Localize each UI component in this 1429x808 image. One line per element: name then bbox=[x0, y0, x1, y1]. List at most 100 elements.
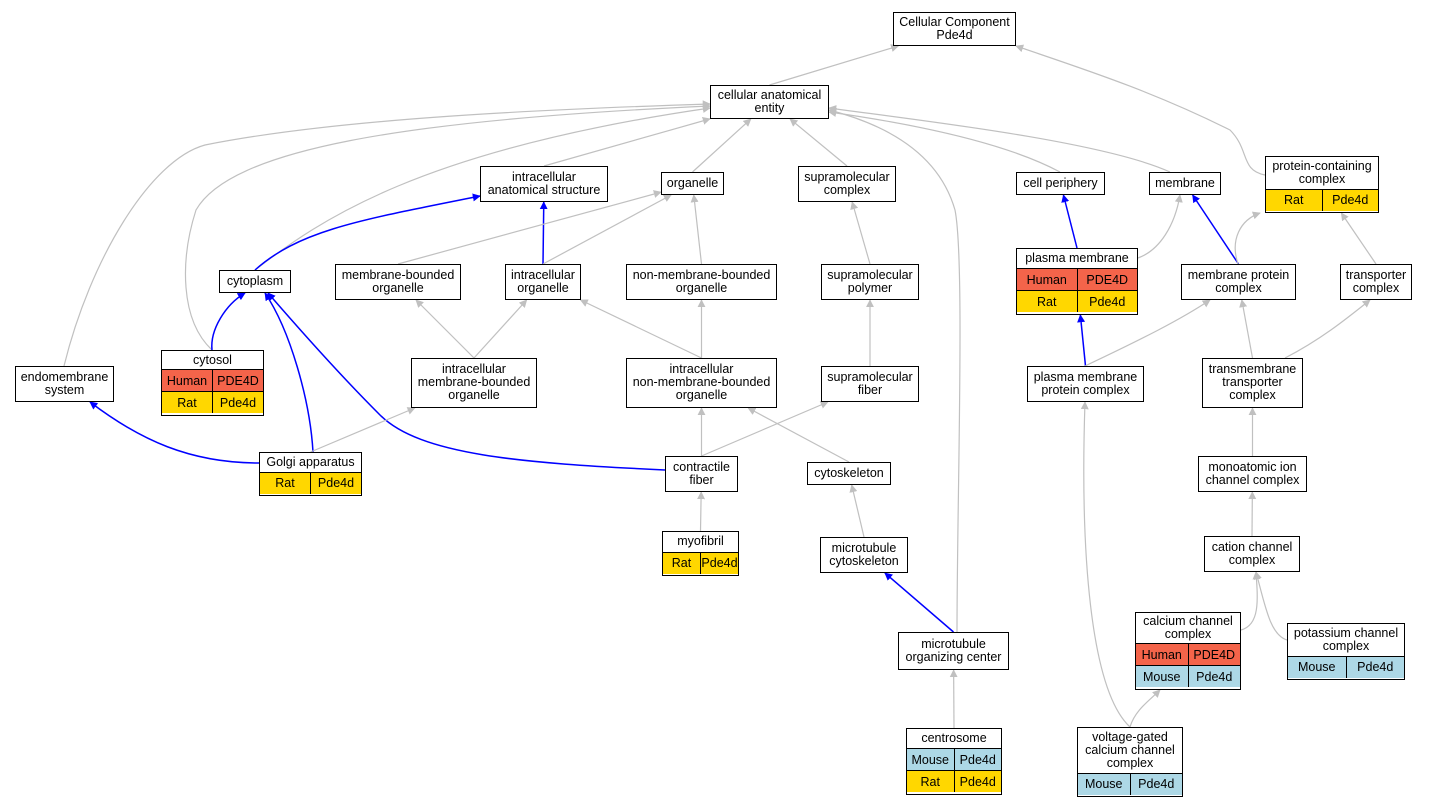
gene-cell: Pde4d bbox=[310, 472, 361, 494]
edge-io-to-organelle bbox=[542, 194, 672, 265]
edge-golgi-to-imbo bbox=[310, 407, 416, 453]
node-ias[interactable]: intracellular anatomical structure bbox=[480, 166, 608, 202]
node-label: cellular anatomical entity bbox=[717, 87, 822, 115]
gene-cell: Pde4d bbox=[1076, 291, 1138, 313]
node-label: potassium channel complex bbox=[1293, 625, 1399, 653]
node-label: transmembrane transporter complex bbox=[1208, 362, 1297, 403]
edge-pm-to-cellper bbox=[1061, 194, 1078, 249]
node-cfiber[interactable]: contractile fiber bbox=[665, 456, 738, 492]
edge-organelle-to-cae bbox=[692, 118, 752, 173]
node-organelle[interactable]: organelle bbox=[661, 172, 724, 195]
node-supfiber[interactable]: supramolecular fiber bbox=[821, 366, 919, 402]
edge-golgi-to-cytoplasm bbox=[264, 292, 314, 453]
node-label: myofibril bbox=[677, 534, 724, 549]
edge-cellper-to-cae bbox=[828, 109, 1061, 173]
edge-potc-to-ccc bbox=[1254, 571, 1288, 641]
node-tc[interactable]: transporter complex bbox=[1340, 264, 1412, 300]
edge-nmbo-to-organelle bbox=[690, 194, 703, 265]
node-label: organelle bbox=[666, 175, 719, 190]
edge-ttc-to-tc bbox=[1284, 299, 1371, 359]
node-membrane[interactable]: membrane bbox=[1149, 172, 1221, 195]
edge-cae-to-cc bbox=[769, 44, 900, 86]
species-cell: Mouse bbox=[1142, 669, 1181, 684]
edge-ttc-to-mpc bbox=[1239, 299, 1254, 359]
edge-endo-to-cae bbox=[63, 100, 711, 367]
node-label: cytosol bbox=[193, 352, 232, 367]
node-label: Golgi apparatus bbox=[266, 454, 355, 469]
node-label: supramolecular complex bbox=[804, 169, 890, 197]
node-label: transporter complex bbox=[1345, 267, 1407, 295]
edge-mtoc-to-mtcyto bbox=[884, 572, 954, 633]
edge-calc-to-ccc bbox=[1240, 571, 1261, 631]
node-ccc[interactable]: cation channel complex bbox=[1204, 536, 1300, 572]
node-label: cytoskeleton bbox=[814, 465, 884, 480]
node-nmbo[interactable]: non-membrane-bounded organelle bbox=[626, 264, 777, 300]
node-mpc[interactable]: membrane protein complex bbox=[1181, 264, 1296, 300]
species-row: Rat Pde4d bbox=[1266, 188, 1379, 211]
node-label: cell periphery bbox=[1023, 175, 1098, 190]
species-cell: Human bbox=[166, 373, 208, 388]
node-suppoly[interactable]: supramolecular polymer bbox=[821, 264, 919, 300]
species-row: Rat Pde4d bbox=[1017, 290, 1138, 313]
edge-mbo-to-organelle bbox=[397, 190, 662, 265]
gene-cell: PDE4D bbox=[1187, 644, 1241, 666]
gene-cell: PDE4D bbox=[1076, 269, 1138, 291]
node-cc[interactable]: Cellular Component Pde4d bbox=[893, 12, 1016, 46]
species-cell: Mouse bbox=[1297, 660, 1336, 675]
node-label: supramolecular fiber bbox=[827, 369, 913, 397]
node-label: supramolecular polymer bbox=[827, 267, 913, 295]
species-cell: Rat bbox=[1037, 294, 1057, 309]
node-supcomplex[interactable]: supramolecular complex bbox=[798, 166, 896, 202]
node-cytoskel[interactable]: cytoskeleton bbox=[807, 462, 891, 485]
species-cell: Mouse bbox=[911, 752, 950, 767]
node-mtcyto[interactable]: microtubule cytoskeleton bbox=[820, 537, 908, 573]
node-ttc[interactable]: transmembrane transporter complex bbox=[1202, 358, 1303, 408]
gene-cell: PDE4D bbox=[212, 370, 263, 392]
edge-vgcc-to-calc bbox=[1129, 689, 1161, 728]
node-mtoc[interactable]: microtubule organizing center bbox=[898, 632, 1009, 670]
node-label: intracellular membrane-bounded organelle bbox=[417, 362, 531, 403]
edge-mpc-to-membrane bbox=[1192, 194, 1240, 265]
species-cell: Rat bbox=[1284, 193, 1304, 208]
edge-golgi-to-endo bbox=[89, 401, 260, 464]
node-label: voltage-gated calcium channel complex bbox=[1085, 729, 1175, 770]
node-label: membrane-bounded organelle bbox=[341, 267, 455, 295]
node-label: microtubule organizing center bbox=[905, 636, 1002, 664]
edge-suppoly-to-supcomplex bbox=[850, 201, 871, 265]
node-cellper[interactable]: cell periphery bbox=[1016, 172, 1105, 195]
edge-pcc-to-cc bbox=[1015, 44, 1266, 176]
gene-cell: Pde4d bbox=[1321, 189, 1379, 211]
node-cytoplasm[interactable]: cytoplasm bbox=[219, 270, 291, 293]
node-imbo[interactable]: intracellular membrane-bounded organelle bbox=[411, 358, 537, 408]
node-cae[interactable]: cellular anatomical entity bbox=[710, 85, 829, 119]
node-inmbo[interactable]: intracellular non-membrane-bounded organ… bbox=[626, 358, 777, 408]
node-label: cation channel complex bbox=[1211, 539, 1293, 567]
node-mbo[interactable]: membrane-bounded organelle bbox=[335, 264, 461, 300]
node-label: membrane bbox=[1155, 175, 1215, 190]
gene-cell: Pde4d bbox=[953, 771, 1002, 793]
node-mic[interactable]: monoatomic ion channel complex bbox=[1198, 456, 1307, 492]
gene-cell: Pde4d bbox=[212, 392, 263, 414]
node-endo[interactable]: endomembrane system bbox=[15, 366, 114, 402]
edge-cytosol-to-cytoplasm bbox=[211, 292, 246, 351]
species-row: Human PDE4D bbox=[162, 369, 263, 392]
node-label: membrane protein complex bbox=[1187, 267, 1290, 295]
node-io[interactable]: intracellular organelle bbox=[505, 264, 581, 300]
node-pmpc[interactable]: plasma membrane protein complex bbox=[1027, 366, 1144, 402]
species-cell: Human bbox=[1141, 647, 1182, 662]
